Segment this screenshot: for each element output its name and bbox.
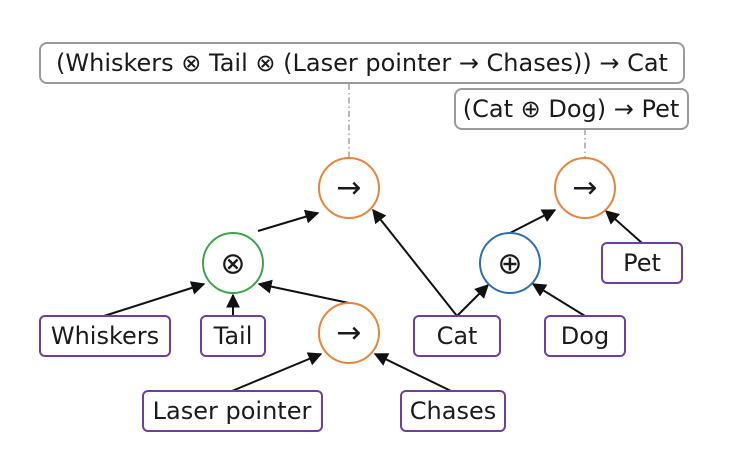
leaf-tail-label: Tail — [213, 322, 253, 350]
plus-symbol: ⊕ — [497, 247, 522, 282]
leaf-chases-label: Chases — [410, 397, 496, 425]
tensor-symbol: ⊗ — [220, 247, 245, 282]
formula-pet-rule-text: (Cat ⊕ Dog) → Pet — [463, 95, 680, 123]
plus-node: ⊕ — [479, 232, 541, 294]
leaf-cat: Cat — [413, 315, 501, 357]
edge-pet-to-implies-pet — [604, 210, 643, 244]
edges — [103, 208, 643, 392]
leaf-dog-label: Dog — [561, 322, 609, 350]
leaf-cat-label: Cat — [437, 322, 478, 350]
leaf-chases: Chases — [400, 390, 506, 432]
edge-cat-to-implies-cat — [372, 208, 458, 317]
leaf-pet-label: Pet — [623, 249, 661, 277]
formula-cat-rule-text: (Whiskers ⊗ Tail ⊗ (Laser pointer → Chas… — [56, 49, 668, 77]
edge-plus-to-implies-pet — [509, 209, 557, 234]
implies-pet-symbol: → — [572, 171, 597, 206]
edge-chases-to-implies-laser — [373, 353, 452, 392]
implies-node-pet: → — [554, 157, 616, 219]
edge-implies-laser-to-tensor — [257, 279, 350, 304]
leaf-tail: Tail — [200, 315, 266, 357]
leaf-whiskers: Whiskers — [39, 315, 171, 357]
formula-pet-rule: (Cat ⊕ Dog) → Pet — [454, 88, 689, 130]
leaf-laser-pointer-label: Laser pointer — [153, 397, 312, 425]
implies-cat-symbol: → — [336, 171, 361, 206]
leaf-whiskers-label: Whiskers — [51, 322, 159, 350]
tensor-node: ⊗ — [202, 232, 264, 294]
edge-cat-to-plus — [456, 284, 489, 317]
implies-laser-symbol: → — [336, 316, 361, 351]
formula-cat-rule: (Whiskers ⊗ Tail ⊗ (Laser pointer → Chas… — [39, 42, 685, 84]
implies-node-laser: → — [318, 302, 380, 364]
leaf-laser-pointer: Laser pointer — [142, 390, 323, 432]
edge-dog-to-plus — [531, 283, 586, 317]
implies-node-cat: → — [318, 157, 380, 219]
edge-tensor-to-implies-cat — [257, 209, 320, 232]
edge-whiskers-to-tensor — [103, 281, 206, 317]
leaf-dog: Dog — [544, 315, 626, 357]
edge-laser-to-implies-laser — [231, 352, 323, 392]
leaf-pet: Pet — [601, 242, 683, 284]
